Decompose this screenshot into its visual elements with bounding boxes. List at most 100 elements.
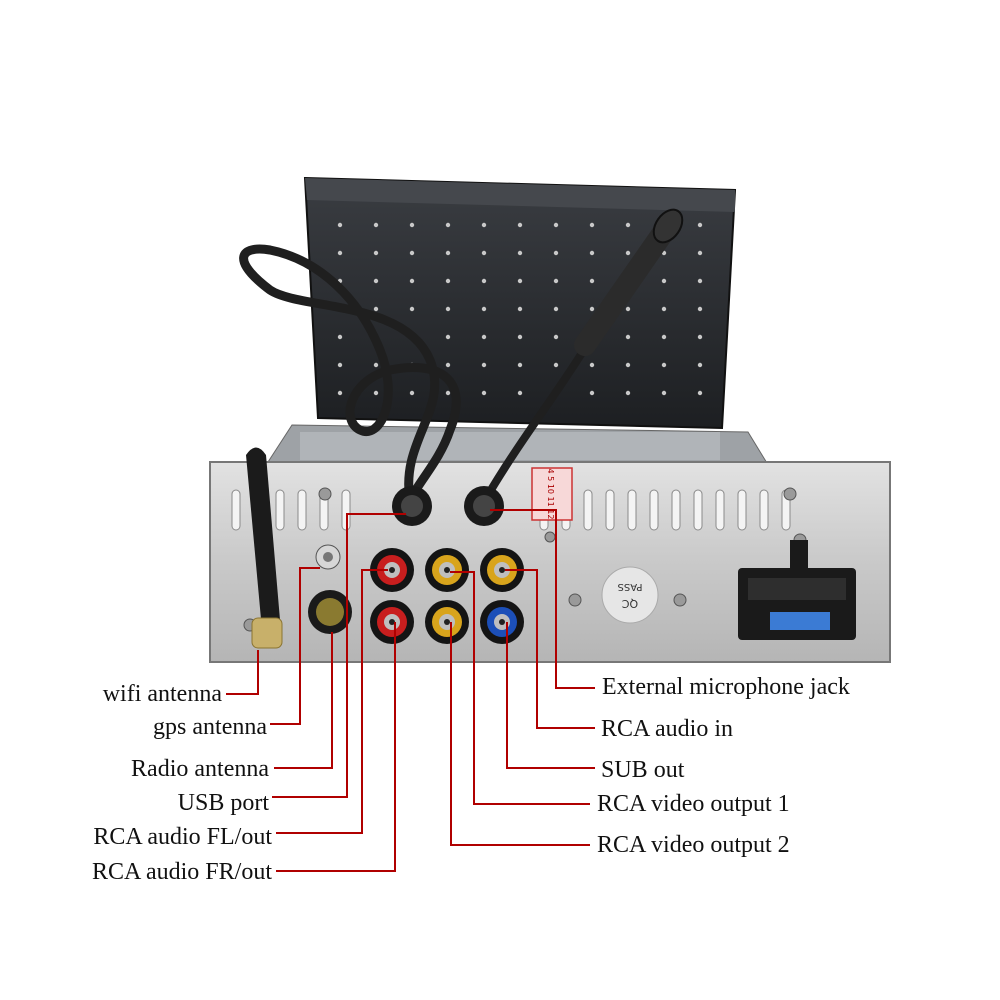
cover-dot [409,390,415,396]
rca-jack [370,548,414,592]
cover-dot [409,250,415,256]
vent-slot [583,489,593,531]
qc-pass-sticker: QC PASS [601,566,659,624]
label-gps-antenna: gps antenna [153,714,267,740]
cover-dot [517,362,523,368]
cover-dot [373,362,379,368]
cover-dot [373,222,379,228]
vent-slot [275,489,285,531]
qc-text: QC [622,597,639,610]
leader-rca-audio-fr-out [276,622,396,872]
cover-dot [337,334,343,340]
cover-dot [553,362,559,368]
leader-rca-video-output-1 [450,571,590,805]
vent-slot [737,489,747,531]
vent-slot [671,489,681,531]
pin-text: 4 5 10 11 12 [546,469,555,520]
label-usb-port: USB port [177,790,269,816]
cover-dot [445,390,451,396]
vent-slot [759,489,769,531]
radio-antenna-jack [308,590,352,634]
cover-dot [481,334,487,340]
cables [239,208,684,505]
rca-jack [480,548,524,592]
cover-dot [625,250,631,256]
cover-dot [337,390,343,396]
label-sub-out: SUB out [601,757,685,783]
cover-dot [661,334,667,340]
label-external-microphone-jack: External microphone jack [602,674,850,700]
gps-antenna-jack [315,544,341,570]
cover-dot [337,250,343,256]
vent-slot [649,489,659,531]
label-rca-audio-fl-out: RCA audio FL/out [93,824,272,850]
cover-dot [697,390,703,396]
cover-dot [445,222,451,228]
cover-dot [553,278,559,284]
cover-dot [481,222,487,228]
cover-dot [625,362,631,368]
cover-dot [589,278,595,284]
cover-dot [481,362,487,368]
cover-dot [517,222,523,228]
cover-dot [373,278,379,284]
label-radio-antenna: Radio antenna [131,756,269,782]
cover-dot [697,278,703,284]
cover-dot [481,278,487,284]
label-rca-video-output-2: RCA video output 2 [597,832,790,858]
cover-dot [661,306,667,312]
cover-dot [697,306,703,312]
pass-text: PASS [618,581,643,592]
cover-dot [589,306,595,312]
cover-dot [553,334,559,340]
cover-dot [445,306,451,312]
cover-dot [373,390,379,396]
cover-dot [697,250,703,256]
cover-dot [661,278,667,284]
leader-lines [226,509,595,872]
leader-rca-video-output-2 [450,622,590,846]
cover-dot [445,250,451,256]
cover-dot [409,306,415,312]
label-rca-video-output-1: RCA video output 1 [597,791,790,817]
cover-dot [661,390,667,396]
cover-dot [589,222,595,228]
label-rca-audio-in: RCA audio in [601,716,734,742]
cover-dot [481,306,487,312]
cover-dot [697,362,703,368]
iso-harness-connector [738,540,856,640]
rca-jack [425,548,469,592]
leader-sub-out [506,622,595,769]
cover-dot [337,362,343,368]
cover-dot [697,222,703,228]
leader-radio-antenna [274,632,333,769]
vent-slot [693,489,703,531]
leader-gps-antenna [270,567,320,725]
leader-external-microphone-jack [490,509,595,689]
rca-jack [425,600,469,644]
vent-slot [297,489,307,531]
cover-dot [553,222,559,228]
cover-dot [409,222,415,228]
cover-dot [517,306,523,312]
label-rca-audio-fr-out: RCA audio FR/out [91,859,272,885]
vent-slot [715,489,725,531]
rca-jack [480,600,524,644]
pin-label-sticker: 4 5 10 11 12 [531,467,573,521]
cover-dot [409,278,415,284]
vent-slot [605,489,615,531]
vent-slot [627,489,637,531]
cable-entry-jacks [392,486,504,526]
cover-dot [481,250,487,256]
cover-dot [589,390,595,396]
cover-dot [337,222,343,228]
label-wifi-antenna: wifi antenna [102,681,222,707]
rca-jack [370,600,414,644]
cover-dot [445,362,451,368]
cover-dot [373,250,379,256]
cover-dot [625,334,631,340]
cover-dot [445,334,451,340]
vent-slot [231,489,241,531]
leader-rca-audio-in [505,569,595,729]
cover-dot [553,306,559,312]
